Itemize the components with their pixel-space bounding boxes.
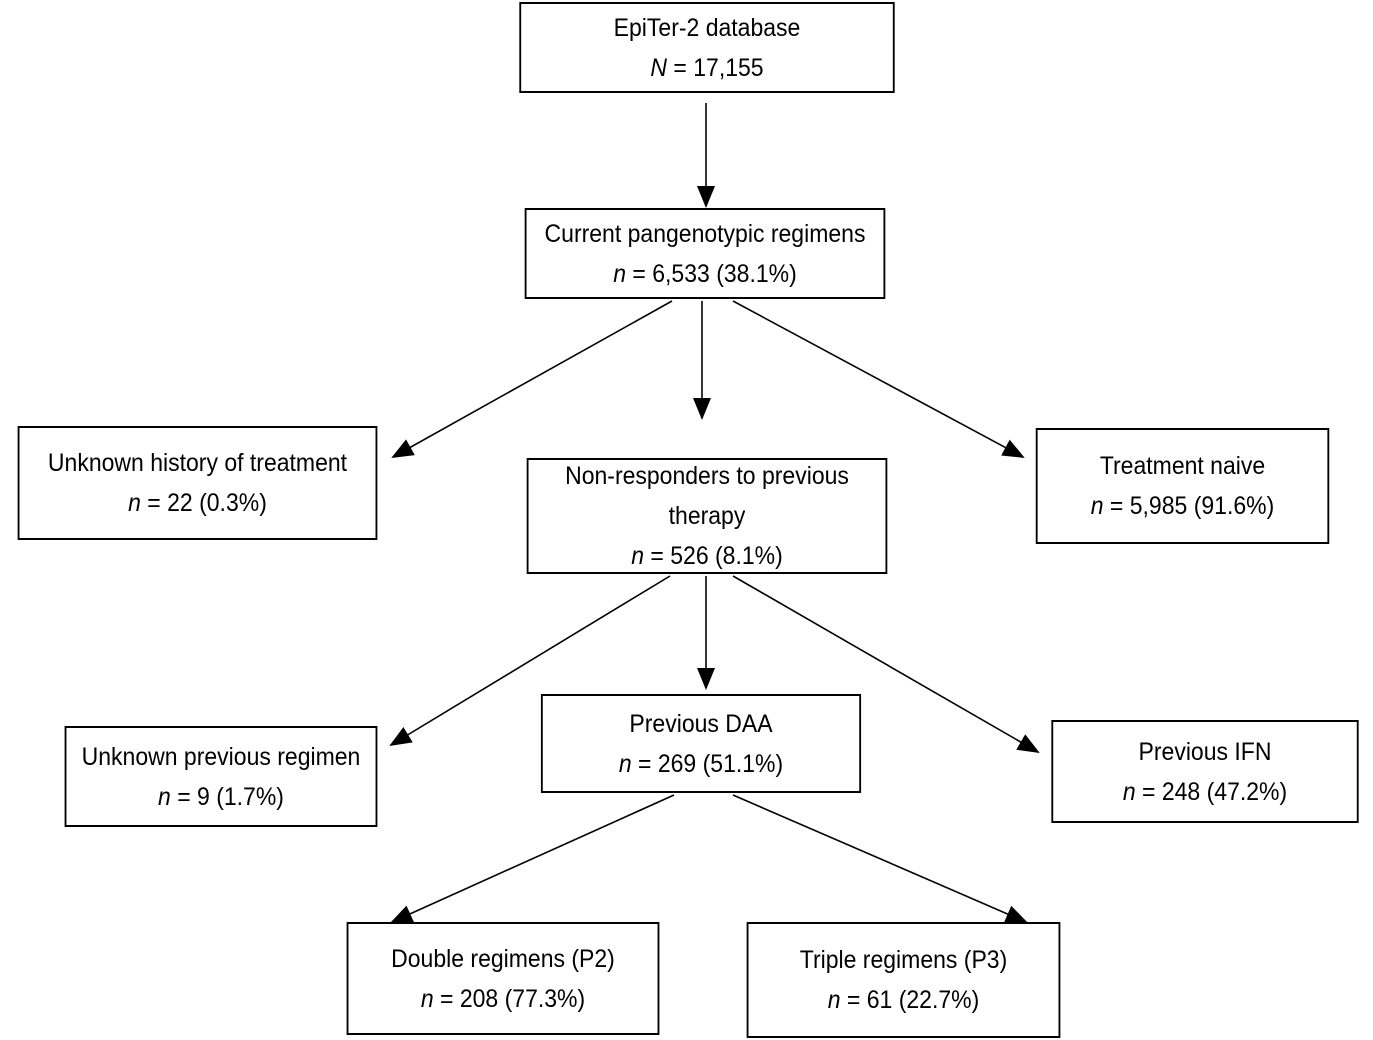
node-previous-ifn: Previous IFN n = 248 (47.2%) [1051, 720, 1359, 823]
node-count: N = 17,155 [650, 48, 763, 88]
node-count: n = 5,985 (91.6%) [1091, 486, 1274, 526]
count-value: = 6,533 (38.1%) [626, 259, 797, 288]
arrow-non-responders-to-unknown-regimen [389, 575, 671, 747]
count-value: = 208 (77.3%) [433, 984, 586, 1013]
arrow-daa-to-double [390, 794, 675, 923]
count-value: = 9 (1.7%) [170, 782, 284, 811]
arrow-daa-to-triple [732, 794, 1028, 923]
node-count: n = 22 (0.3%) [128, 483, 267, 523]
count-symbol: n [1122, 777, 1136, 806]
node-label: Triple regimens (P3) [799, 946, 1008, 974]
arrow-current-to-treatment-naive [732, 300, 1025, 458]
node-triple-regimens: Triple regimens (P3) n = 61 (22.7%) [746, 922, 1061, 1038]
count-value: = 526 (8.1%) [644, 542, 783, 570]
count-symbol: N [650, 53, 668, 82]
node-double-regimens: Double regimens (P2) n = 208 (77.3%) [346, 922, 660, 1035]
node-count: n = 248 (47.2%) [1123, 772, 1287, 812]
node-unknown-history-of-treatment: Unknown history of treatment n = 22 (0.3… [17, 426, 378, 540]
node-label: Unknown history of treatment [47, 449, 348, 477]
node-count: n = 208 (77.3%) [421, 979, 585, 1019]
node-label: EpiTer-2 database [613, 13, 801, 42]
node-treatment-naive: Treatment naive n = 5,985 (91.6%) [1035, 428, 1330, 544]
node-label: Previous DAA [629, 709, 773, 738]
node-count: n = 9 (1.7%) [158, 777, 284, 817]
node-count: n = 6,533 (38.1%) [613, 254, 796, 294]
count-symbol: n [158, 782, 171, 811]
count-value: = 269 (51.1%) [631, 749, 784, 778]
count-value: = 5,985 (91.6%) [1103, 492, 1275, 520]
node-count: n = 526 (8.1%) [631, 536, 783, 576]
node-non-responders: Non-responders to previous therapy n = 5… [526, 458, 888, 576]
count-symbol: n [128, 489, 141, 517]
node-label: Unknown previous regimen [81, 742, 361, 771]
arrow-non-responders-to-previous-ifn [732, 575, 1040, 753]
node-count: n = 61 (22.7%) [828, 980, 980, 1020]
node-label: Non-responders to previous therapy [565, 462, 849, 530]
node-current-pangenotypic-regimens: Current pangenotypic regimens n = 6,533 … [524, 208, 886, 299]
count-symbol: n [420, 984, 434, 1013]
node-label: Current pangenotypic regimens [544, 219, 866, 248]
count-value: = 17,155 [667, 53, 764, 82]
count-value: = 61 (22.7%) [840, 986, 980, 1014]
arrow-current-to-unknown-history [391, 300, 673, 458]
node-previous-daa: Previous DAA n = 269 (51.1%) [540, 694, 862, 793]
count-value: = 248 (47.2%) [1135, 777, 1288, 806]
node-label: Double regimens (P2) [391, 944, 615, 973]
count-symbol: n [631, 542, 645, 570]
count-symbol: n [827, 986, 841, 1014]
count-symbol: n [1090, 492, 1104, 520]
count-value: = 22 (0.3%) [140, 489, 267, 517]
count-symbol: n [618, 749, 632, 778]
count-symbol: n [613, 259, 627, 288]
node-epiter2-database: EpiTer-2 database N = 17,155 [519, 2, 895, 93]
node-label: Previous IFN [1138, 737, 1272, 766]
node-label: Treatment naive [1099, 452, 1266, 480]
node-count: n = 269 (51.1%) [619, 744, 783, 784]
node-unknown-previous-regimen: Unknown previous regimen n = 9 (1.7%) [64, 726, 378, 827]
